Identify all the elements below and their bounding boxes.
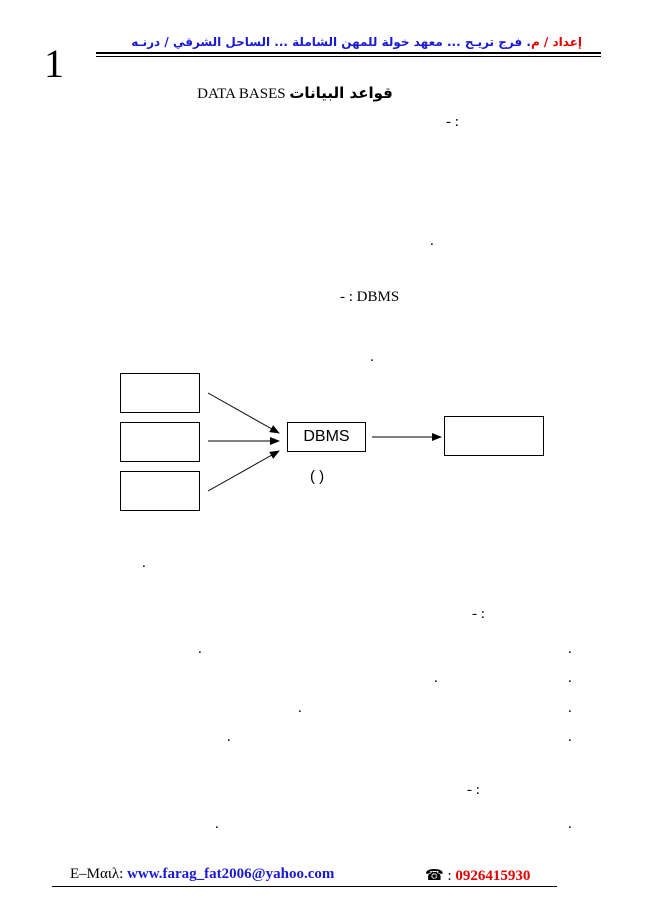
list-item-5-end: .: [215, 816, 219, 832]
section-2-colon: - :: [472, 606, 485, 622]
input-box-3: [120, 471, 200, 511]
diagram-note-dot: .: [142, 555, 146, 571]
section-intro-colon: - :: [446, 114, 459, 130]
footer-email: E–Μαιλ: www.farag_fat2006@yahoo.com: [70, 866, 334, 883]
list-item-1-end: .: [198, 641, 202, 657]
page-number: 1: [44, 41, 64, 86]
list-item-2-end: .: [434, 670, 438, 686]
footer-phone: ☎ : 0926415930: [425, 866, 530, 885]
list-item-3-end: .: [298, 700, 302, 716]
arrow-input-1: [207, 392, 280, 434]
page-header: إعداد / م. فرج تريـح ... معهد خولة للمهن…: [60, 35, 582, 49]
dbms-heading: - : DBMS: [340, 289, 400, 305]
title-arabic: قواعد البيانات: [289, 84, 393, 102]
list-item-3-bullet: .: [568, 700, 572, 716]
email-address: www.farag_fat2006@yahoo.com: [127, 866, 335, 882]
footer-rule: [52, 886, 557, 887]
input-box-1: [120, 373, 200, 413]
paragraph-end-dot: .: [430, 233, 434, 249]
dbms-box: DBMS: [287, 422, 366, 452]
header-author-text: . فرج تريـح ... معهد خولة للمهن الشاملة …: [131, 35, 531, 49]
dbms-paragraph-end-dot: .: [370, 349, 374, 365]
input-box-2: [120, 422, 200, 462]
diagram-caption: ( ): [310, 468, 325, 485]
phone-separator: :: [447, 868, 452, 884]
list-item-2-bullet: .: [568, 670, 572, 686]
telephone-icon: ☎: [425, 866, 444, 884]
arrow-input-3: [207, 450, 280, 492]
title-english: DATA BASES: [197, 86, 286, 102]
list-item-1-bullet: .: [568, 641, 572, 657]
list-item-4-end: .: [227, 729, 231, 745]
header-author-label: إعداد / م: [530, 35, 582, 49]
header-rule-top: [96, 52, 601, 54]
section-3-colon: - :: [467, 782, 480, 798]
list-item-4-bullet: .: [568, 729, 572, 745]
output-box: [444, 416, 544, 456]
header-rule-bottom: [96, 56, 601, 57]
email-label: E–Μαιλ:: [70, 866, 124, 882]
page-title: DATA BASES قواعد البيانات: [140, 84, 450, 103]
phone-number: 0926415930: [455, 868, 531, 884]
list-item-5-bullet: .: [568, 816, 572, 832]
